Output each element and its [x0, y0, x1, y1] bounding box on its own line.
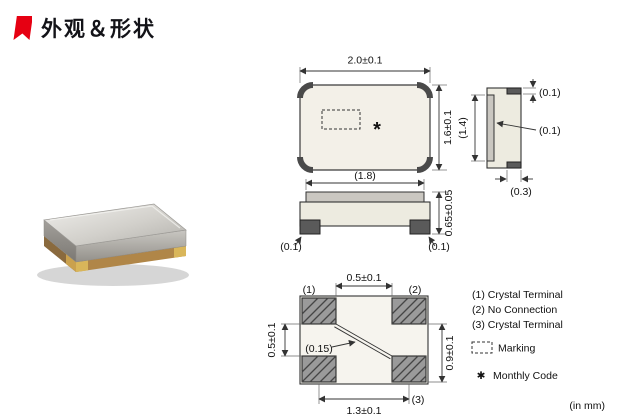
- photo-shadow: [37, 264, 189, 286]
- legend-terminal-2: (2) No Connection: [472, 304, 557, 316]
- diagonal-gap-dimension: (0.15): [305, 339, 356, 355]
- crystal-package-photo: [37, 203, 189, 286]
- side-pad-width-dimension: (0.3): [495, 170, 533, 198]
- dim-bottom-pitch: 1.3±0.1: [347, 405, 382, 417]
- dim-top-depth: 1.6±0.1: [442, 110, 454, 145]
- terminal-pad-2: [391, 297, 427, 325]
- legend-monthly-label: Monthly Code: [493, 370, 558, 382]
- dim-side-pad-width: (0.3): [510, 186, 532, 198]
- terminal-pad-3: [391, 355, 427, 383]
- legend-marking-label: Marking: [498, 343, 536, 355]
- dim-side-seam: (0.1): [539, 125, 561, 137]
- dim-front-lid: (1.8): [354, 170, 376, 182]
- ceramic-base-front: [76, 246, 186, 272]
- page-title: 外观＆形状: [41, 18, 156, 41]
- dim-bottom-top-gap: 0.5±0.1: [347, 272, 382, 284]
- bottom-left-gap-dimension: 0.5±0.1: [266, 322, 302, 357]
- dim-front-height: 0.65±0.05: [443, 190, 455, 237]
- units-note: (in mm): [569, 400, 605, 412]
- dim-diagonal-gap: (0.15): [305, 343, 332, 355]
- front-view: (1.8) 0.65±0.05 (0.1) (0.1): [280, 170, 455, 253]
- side-lid-dimension: (1.4): [457, 94, 485, 162]
- dim-bottom-right-span: 0.9±0.1: [444, 335, 456, 370]
- gold-terminal: [76, 260, 88, 272]
- legend-terminal-3: (3) Crystal Terminal: [472, 319, 563, 331]
- pad3-label: (3): [412, 394, 425, 406]
- dim-front-right-standoff: (0.1): [428, 241, 450, 253]
- pad1-label: (1): [303, 284, 316, 296]
- bottom-pitch-dimension: 1.3±0.1: [318, 384, 410, 417]
- top-view-width-dimension: 2.0±0.1: [299, 55, 431, 83]
- legend: (1) Crystal Terminal (2) No Connection (…: [471, 289, 605, 412]
- terminal-pad-4: [301, 355, 337, 383]
- dimension-drawing: * 2.0±0.1 1.6±0.1 (1.8): [266, 55, 605, 418]
- lid-highlight: [49, 205, 181, 229]
- marking-area-box: [321, 109, 361, 130]
- bottom-view: (1) (2) (3) 0.5±0.1 0.5±0.1 0.9±0.1: [266, 272, 456, 417]
- legend-monthly-symbol: ✱: [477, 370, 486, 382]
- product-photo: [37, 203, 189, 286]
- red-ribbon-icon: [13, 15, 32, 40]
- corner-castellations: [297, 82, 433, 173]
- dim-front-left-standoff: (0.1): [280, 241, 302, 253]
- gold-terminal: [174, 246, 186, 258]
- top-view: * 2.0±0.1 1.6±0.1: [297, 55, 454, 173]
- diagonal-clearance-lines: [334, 323, 393, 360]
- bottom-top-gap-dimension: 0.5±0.1: [335, 272, 393, 296]
- dim-side-top-pad: (0.1): [539, 87, 561, 99]
- dim-side-lid: (1.4): [457, 117, 469, 139]
- side-seam-dimension: (0.1): [496, 120, 561, 137]
- legend-terminal-1: (1) Crystal Terminal: [472, 289, 563, 301]
- pad2-label: (2): [409, 284, 422, 296]
- side-view: (1.4) (0.1) (0.1) (0.3): [457, 79, 561, 198]
- front-lid-dimension: (1.8): [305, 170, 425, 190]
- front-height-dimension: 0.65±0.05: [432, 190, 455, 237]
- dim-top-width: 2.0±0.1: [348, 55, 383, 67]
- monthly-code-mark: *: [373, 119, 381, 141]
- dim-bottom-left-gap: 0.5±0.1: [266, 322, 278, 357]
- terminal-pad-1: [301, 297, 337, 325]
- top-view-depth-dimension: 1.6±0.1: [432, 84, 454, 171]
- metal-lid-top: [43, 203, 187, 247]
- section-header: 外观＆形状: [12, 13, 156, 43]
- side-pad-dimension: (0.1): [523, 79, 561, 103]
- front-standoff-dimensions: (0.1) (0.1): [280, 236, 450, 253]
- bottom-right-span-dimension: 0.9±0.1: [428, 323, 456, 383]
- gold-terminal: [66, 254, 76, 272]
- legend-marking-box: [471, 341, 493, 354]
